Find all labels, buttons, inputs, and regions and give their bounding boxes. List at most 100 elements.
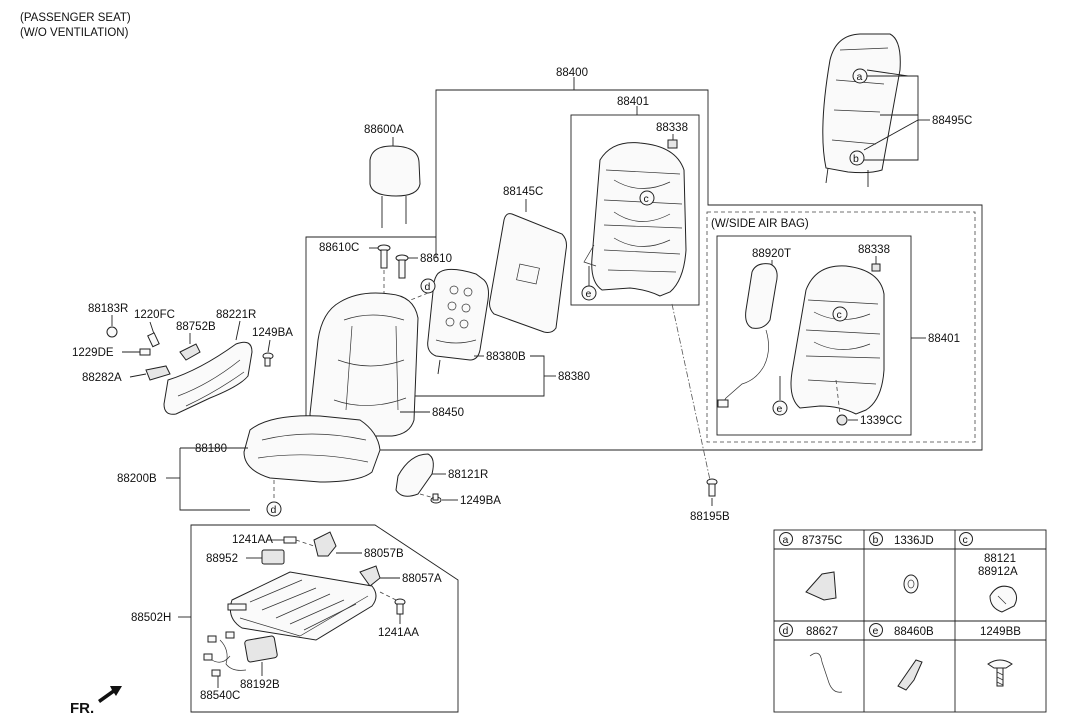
label-88121R: 88121R	[448, 469, 488, 481]
label-88400: 88400	[556, 67, 588, 79]
legend-part-f-icon	[987, 659, 1013, 687]
seatback-frame-box	[570, 106, 700, 306]
legend-part-c2: 88912A	[978, 566, 1018, 578]
header-line1: (PASSENGER SEAT)	[20, 12, 131, 24]
cover-88121R-part	[395, 453, 434, 497]
legend-part-e-icon	[897, 659, 923, 691]
part-1241AA-b	[394, 598, 406, 615]
legend-part-c: 88121	[984, 553, 1016, 565]
side-airbag-box	[706, 211, 976, 443]
part-1229DE	[139, 348, 151, 356]
back-pad-part	[489, 213, 567, 333]
label-88195B: 88195B	[690, 511, 730, 523]
part-88192B	[244, 635, 278, 663]
label-88200B: 88200B	[117, 473, 157, 485]
front-arrow-icon	[98, 686, 122, 703]
label-88450: 88450	[432, 407, 464, 419]
label-1241AA-b: 1241AA	[378, 627, 419, 639]
back-board-part	[822, 33, 901, 187]
part-1220FC	[147, 332, 160, 348]
seatback-frame-part	[583, 139, 687, 297]
cushion-frame-part	[227, 571, 377, 641]
label-88183R: 88183R	[88, 303, 128, 315]
part-88338-b	[871, 263, 881, 272]
label-88221R: 88221R	[216, 309, 256, 321]
legend-part-b: 1336JD	[894, 535, 934, 547]
callout-e-frame-text: e	[586, 288, 592, 300]
legend-part-a-icon	[805, 571, 837, 601]
header-line2: (W/O VENTILATION)	[20, 27, 129, 39]
seatback-frame-b-part	[790, 265, 885, 415]
airbag-module-part	[717, 263, 778, 408]
callout-c-frame-b	[832, 306, 848, 322]
label-88495C: 88495C	[932, 115, 972, 127]
part-88752B	[179, 343, 201, 361]
label-1339CC: 1339CC	[860, 415, 902, 427]
label-88401-b: 88401	[928, 333, 960, 345]
label-88401: 88401	[617, 96, 649, 108]
legend-letter-b: b	[873, 534, 879, 546]
label-88338-b: 88338	[858, 244, 890, 256]
legend-part-d-icon	[809, 652, 843, 693]
label-1249BA-a: 1249BA	[252, 327, 293, 339]
legend-letter-a: a	[783, 534, 789, 546]
label-88057B: 88057B	[364, 548, 404, 560]
seat-cushion-part	[243, 415, 381, 483]
legend-part-d: 88627	[806, 626, 838, 638]
harness-part	[203, 631, 247, 677]
label-88057A: 88057A	[402, 573, 442, 585]
label-88180: 88180	[195, 443, 227, 455]
callout-a-back-text: a	[857, 71, 863, 83]
callout-d-cushion	[266, 501, 282, 517]
fr-label: FR.	[70, 700, 94, 717]
label-88920T: 88920T	[752, 248, 791, 260]
part-88057B	[313, 531, 337, 557]
legend-callout-c	[959, 532, 973, 546]
callout-d-cushion-text: d	[271, 504, 277, 516]
callout-c-frame	[639, 190, 655, 206]
label-1241AA-a: 1241AA	[232, 534, 273, 546]
leader-88380	[382, 355, 556, 397]
label-88502H: 88502H	[131, 612, 171, 624]
leader-88495C	[863, 69, 930, 161]
side-airbag-label: (W/SIDE AIR BAG)	[711, 218, 809, 230]
part-1241AA-a	[283, 536, 297, 544]
callout-e-frame-b	[772, 400, 788, 416]
part-88183R	[106, 326, 118, 338]
label-88282A: 88282A	[82, 372, 122, 384]
headrest-guide-88610	[395, 254, 409, 279]
label-88540C: 88540C	[200, 690, 240, 702]
seatback-assembly-boundary	[305, 77, 983, 451]
legend-callout-e	[869, 623, 883, 637]
part-88952	[261, 549, 285, 565]
legend-callout-a	[779, 532, 793, 546]
backrest-cover-part	[309, 292, 419, 437]
label-88380: 88380	[558, 371, 590, 383]
part-1339CC	[836, 414, 848, 426]
label-88600A: 88600A	[364, 124, 404, 136]
legend-part-f: 1249BB	[980, 626, 1021, 638]
part-88282A	[145, 365, 171, 381]
label-88380B: 88380B	[486, 351, 526, 363]
label-88145C: 88145C	[503, 186, 543, 198]
side-shield-part	[163, 341, 253, 415]
callout-d-mat-text: d	[425, 281, 431, 293]
legend-callout-b	[869, 532, 883, 546]
legend-letter-c: c	[963, 534, 968, 546]
part-88195B	[706, 478, 718, 497]
label-88338: 88338	[656, 122, 688, 134]
legend-letter-d: d	[783, 625, 789, 637]
label-88952: 88952	[206, 553, 238, 565]
seat-mat-part	[427, 268, 489, 375]
label-1229DE: 1229DE	[72, 347, 114, 359]
label-88752B: 88752B	[176, 321, 216, 333]
legend-callout-d	[779, 623, 793, 637]
label-88192B: 88192B	[240, 679, 280, 691]
legend-part-a: 87375C	[802, 535, 842, 547]
label-1220FC: 1220FC	[134, 309, 175, 321]
legend-part-c-icon	[989, 585, 1018, 613]
cushion-frame-box	[190, 524, 459, 713]
headrest-part	[369, 145, 421, 228]
legend-part-b-icon	[903, 574, 919, 594]
